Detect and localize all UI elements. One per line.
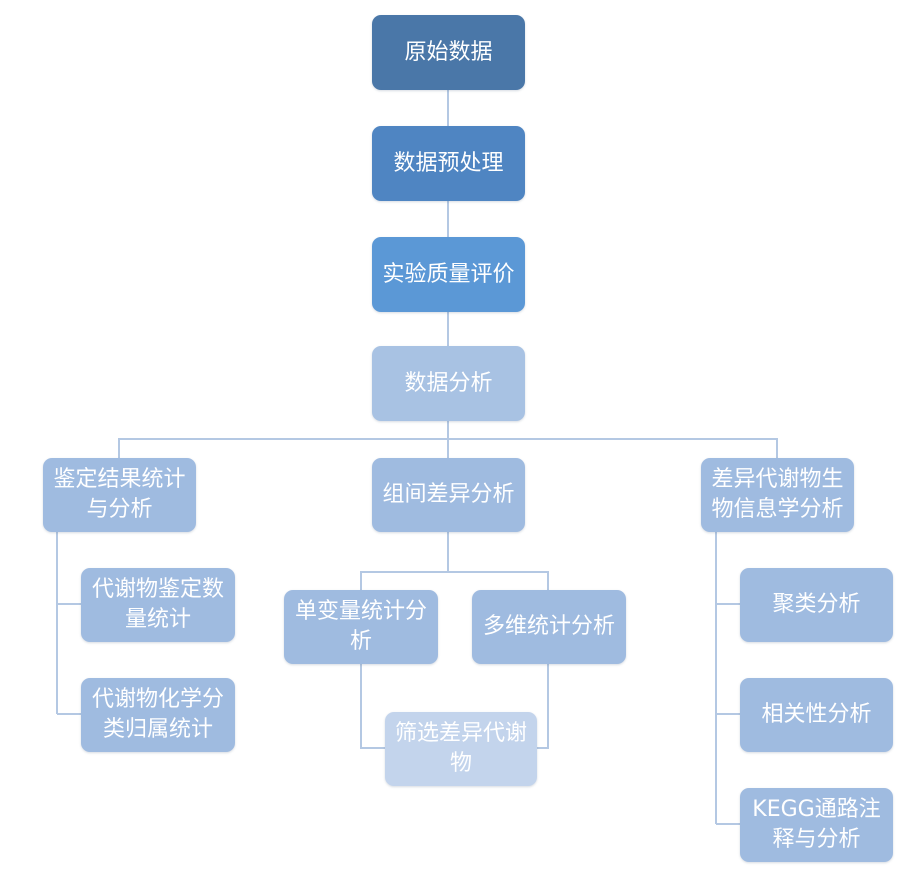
node-clustering: 聚类分析	[740, 568, 893, 642]
node-data-analysis-label: 数据分析	[404, 370, 493, 396]
node-clustering-label: 聚类分析	[772, 592, 861, 617]
connector-mid-left-result	[360, 663, 386, 749]
node-multivariate-label: 多维统计分析	[482, 614, 615, 639]
node-screen-differential-label: 筛选差异代谢物	[394, 721, 527, 776]
node-quality: 实验质量评价	[372, 237, 525, 312]
node-preprocess: 数据预处理	[372, 126, 525, 201]
node-raw-data: 原始数据	[372, 15, 525, 90]
node-screen-differential: 筛选差异代谢物	[385, 712, 537, 786]
node-identification-count-label: 代谢物鉴定数量统计	[91, 577, 224, 632]
node-identification-label: 鉴定结果统计与分析	[53, 467, 186, 522]
node-chemical-classification-label: 代谢物化学分类归属统计	[91, 687, 224, 742]
connector-mid-bar	[360, 571, 549, 590]
node-correlation-label: 相关性分析	[761, 702, 872, 727]
node-intergroup-label: 组间差异分析	[382, 482, 515, 507]
node-data-analysis: 数据分析	[372, 346, 525, 421]
node-quality-label: 实验质量评价	[382, 261, 515, 287]
node-correlation: 相关性分析	[740, 678, 893, 752]
node-preprocess-label: 数据预处理	[393, 150, 504, 176]
node-univariate: 单变量统计分析	[284, 590, 438, 664]
node-multivariate: 多维统计分析	[472, 590, 626, 664]
node-identification-count: 代谢物鉴定数量统计	[81, 568, 235, 642]
node-intergroup: 组间差异分析	[372, 458, 525, 532]
node-bioinfo: 差异代谢物生物信息学分析	[701, 458, 854, 532]
node-identification: 鉴定结果统计与分析	[43, 458, 196, 532]
node-bioinfo-label: 差异代谢物生物信息学分析	[711, 467, 844, 522]
node-chemical-classification: 代谢物化学分类归属统计	[81, 678, 235, 752]
node-univariate-label: 单变量统计分析	[294, 599, 427, 654]
node-kegg: KEGG通路注释与分析	[740, 788, 893, 862]
connector-mid-right-result	[536, 663, 549, 749]
node-kegg-label: KEGG通路注释与分析	[752, 797, 881, 852]
node-raw-data-label: 原始数据	[404, 39, 493, 65]
